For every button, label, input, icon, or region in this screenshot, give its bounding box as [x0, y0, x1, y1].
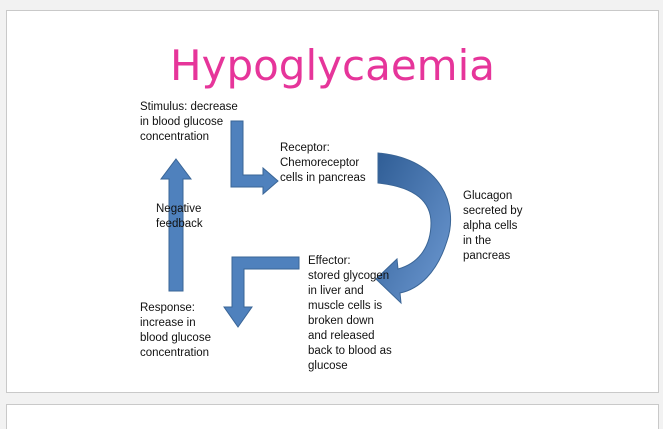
bent-arrow-effector-to-response	[223, 256, 300, 328]
up-arrow-response-to-stimulus	[160, 158, 192, 292]
stimulus-label: Stimulus: decrease in blood glucose conc…	[140, 101, 238, 143]
response-label: Response: increase in blood glucose conc…	[140, 302, 211, 359]
receptor-label: Receptor: Chemoreceptor cells in pancrea…	[280, 142, 366, 184]
slide-title: Hypoglycaemia	[170, 41, 495, 90]
feedback-loop-diagram	[160, 120, 451, 328]
next-slide-thumbnail[interactable]	[6, 404, 659, 429]
effector-label: Effector: stored glycogen in liver and m…	[308, 255, 392, 372]
glucagon-label: Glucagon secreted by alpha cells in the …	[463, 190, 523, 262]
negative-feedback-label: Negative feedback	[156, 203, 203, 230]
bent-arrow-stimulus-to-receptor	[230, 120, 279, 196]
curved-arrow-receptor-to-effector	[375, 152, 451, 305]
slide: Hypoglycaemia Stimulus: decrease in bloo…	[6, 10, 659, 393]
